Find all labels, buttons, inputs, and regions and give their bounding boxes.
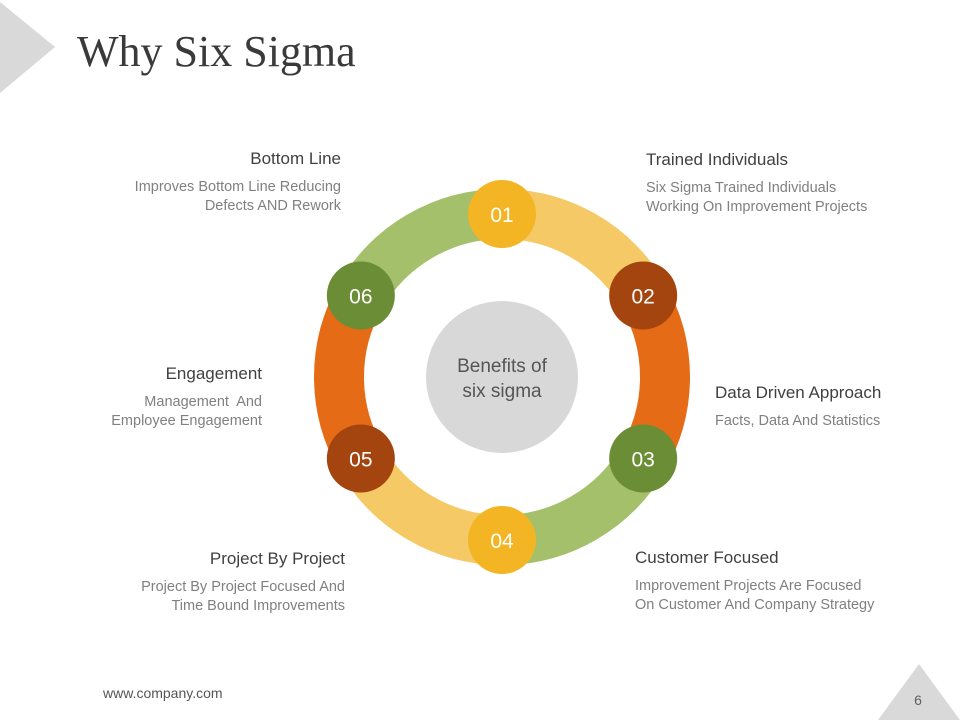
benefit-title: Data Driven Approach [715,383,882,402]
step-number-03: 03 [631,449,654,472]
benefit-description-line: Facts, Data And Statistics [715,413,881,429]
benefit-description-line: Improvement Projects Are Focused [635,578,862,594]
benefit-description-line: Project By Project Focused And [141,579,345,595]
benefit-description-line: Time Bound Improvements [171,598,345,614]
benefit-bottom-line: Bottom Line Improves Bottom Line Reducin… [71,149,341,216]
center-circle [426,301,578,453]
benefit-description-line: On Customer And Company Strategy [635,597,875,613]
step-number-02: 02 [631,286,654,309]
step-node-02 [609,261,678,330]
step-node-05 [326,424,395,493]
center-label-line: Benefits of [457,356,547,377]
benefit-title: Trained Individuals [646,150,789,169]
step-node-04 [468,506,536,574]
benefit-project-by-project: Project By Project Project By Project Fo… [75,549,345,616]
benefit-description-line: Working On Improvement Projects [646,199,868,215]
benefit-description-line: Defects AND Rework [204,198,341,214]
benefit-data-driven-approach: Data Driven Approach Facts, Data And Sta… [715,383,960,431]
corner-triangle-top-left [0,2,55,93]
slide-title: Why Six Sigma [77,27,356,76]
benefit-description-line: Management And [144,394,262,410]
benefit-title: Customer Focused [635,548,779,567]
step-node-06 [326,261,395,330]
benefit-trained-individuals: Trained Individuals Six Sigma Trained In… [646,150,916,217]
center-label-line: six sigma [462,381,542,402]
benefit-engagement: Engagement Management And Employee Engag… [0,364,262,431]
step-number-05: 05 [349,449,372,472]
page-number: 6 [914,692,922,708]
benefit-description-line: Employee Engagement [111,413,262,429]
step-number-04: 04 [490,530,514,553]
step-number-06: 06 [349,286,372,309]
corner-triangle-bottom-right [878,664,960,720]
step-node-01 [468,180,536,248]
benefit-customer-focused: Customer Focused Improvement Projects Ar… [635,548,905,615]
step-node-03 [609,424,678,493]
benefit-title: Engagement [165,364,262,383]
benefit-title: Bottom Line [250,149,341,168]
footer-url: www.company.com [103,685,223,701]
benefit-title: Project By Project [209,549,345,568]
benefit-description-line: Six Sigma Trained Individuals [646,180,837,196]
step-number-01: 01 [490,204,513,227]
benefit-description-line: Improves Bottom Line Reducing [134,179,341,195]
